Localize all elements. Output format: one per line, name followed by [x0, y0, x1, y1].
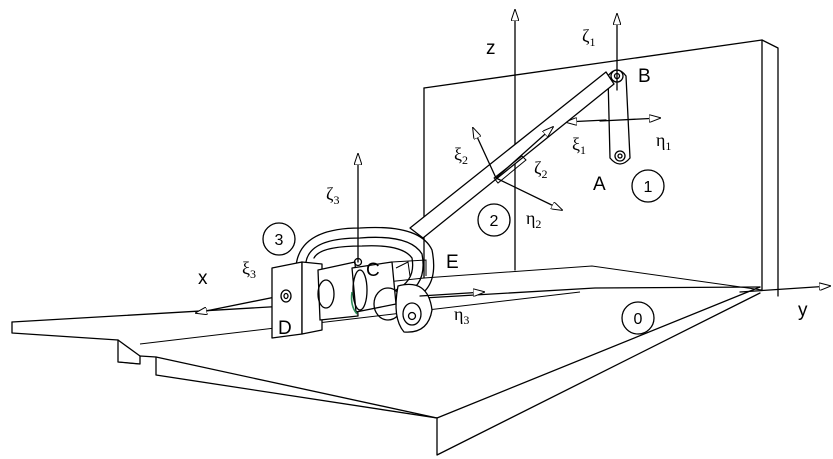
eta3-axis	[419, 292, 484, 296]
rod-body-2	[409, 71, 615, 239]
point-c-label: C	[366, 260, 380, 281]
body-badges: 1 2 3 0	[262, 169, 665, 335]
zeta2-axis	[495, 127, 553, 179]
body-2-badge	[477, 203, 511, 237]
x-axis-label: x	[198, 268, 208, 289]
xi1-axis	[566, 120, 607, 122]
point-d-label: D	[278, 318, 292, 339]
zeta1-label: ζ1	[582, 26, 595, 49]
y-axis	[739, 286, 830, 293]
y-axis-label: y	[798, 300, 808, 321]
point-b-label: B	[638, 66, 651, 87]
crank-body-1	[566, 14, 660, 165]
zeta2-label: ζ2	[534, 158, 547, 181]
body-0-badge	[621, 301, 655, 335]
eta1-label: η1	[656, 130, 671, 153]
back-wall	[329, 39, 779, 297]
xi3-label: ξ3	[242, 258, 256, 281]
body-3-label: 3	[275, 232, 284, 249]
yoke-body-3	[271, 154, 484, 339]
xi2-label: ξ2	[454, 144, 468, 167]
base-plate	[11, 286, 761, 456]
body-0-label: 0	[634, 311, 643, 328]
eta3-label: η3	[454, 304, 469, 327]
point-e-label: E	[446, 252, 459, 273]
body-2-label: 2	[490, 213, 499, 230]
point-a-label: A	[593, 174, 606, 195]
eta2-axis	[495, 177, 562, 210]
body-3-badge	[262, 222, 296, 256]
body-1-badge	[631, 169, 665, 203]
body-1-label: 1	[644, 179, 653, 196]
xi1-label: ξ1	[572, 134, 586, 157]
eta1-axis	[599, 118, 660, 121]
eta2-label: η2	[526, 208, 541, 231]
z-axis-label: z	[486, 38, 496, 59]
zeta3-label: ζ3	[326, 184, 339, 207]
xi2-axis	[473, 128, 497, 179]
